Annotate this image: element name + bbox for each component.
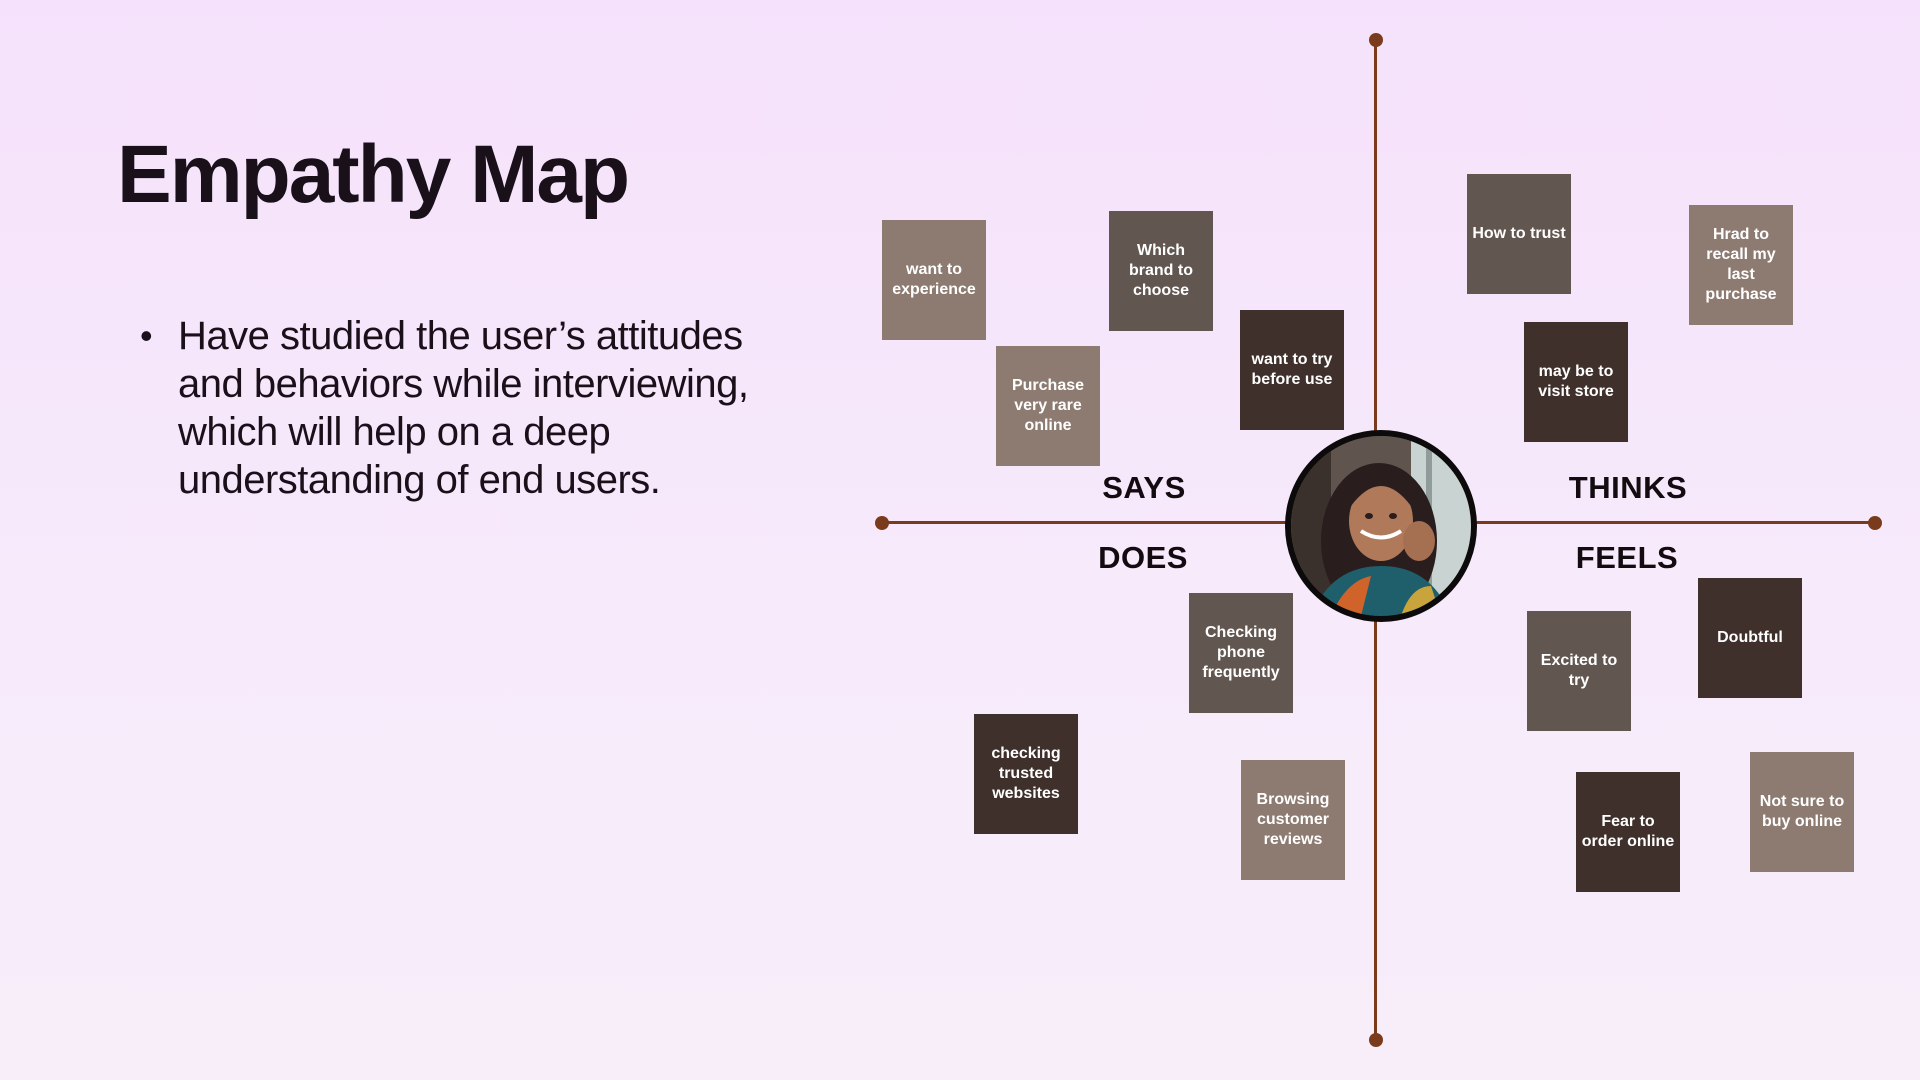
quadrant-label-says: SAYS [1102,470,1186,505]
user-avatar [1285,430,1477,622]
sticky-note: checking trusted websites [974,714,1078,834]
bullet-list: Have studied the user’s attitudes and be… [140,312,800,504]
sticky-note: Fear to order online [1576,772,1680,892]
axis-endpoint-bottom [1369,1033,1383,1047]
axis-endpoint-left [875,516,889,530]
quadrant-label-thinks: THINKS [1568,470,1688,505]
quadrant-label-feels: FEELS [1575,540,1679,575]
sticky-note: want to experience [882,220,986,340]
sticky-note: Checking phone frequently [1189,593,1293,713]
sticky-note: How to trust [1467,174,1571,294]
sticky-note: Purchase very rare online [996,346,1100,466]
axis-endpoint-top [1369,33,1383,47]
sticky-note: Not sure to buy online [1750,752,1854,872]
bullet-item: Have studied the user’s attitudes and be… [140,312,800,504]
sticky-note: may be to visit store [1524,322,1628,442]
sticky-note: Doubtful [1698,578,1802,698]
sticky-note: Excited to try [1527,611,1631,731]
sticky-note: Which brand to choose [1109,211,1213,331]
sticky-note: want to try before use [1240,310,1344,430]
axis-endpoint-right [1868,516,1882,530]
page-title: Empathy Map [117,129,630,220]
quadrant-label-does: DOES [1098,540,1188,575]
user-photo-illustration [1291,436,1471,616]
sticky-note: Hrad to recall my last purchase [1689,205,1793,325]
sticky-note: Browsing customer reviews [1241,760,1345,880]
